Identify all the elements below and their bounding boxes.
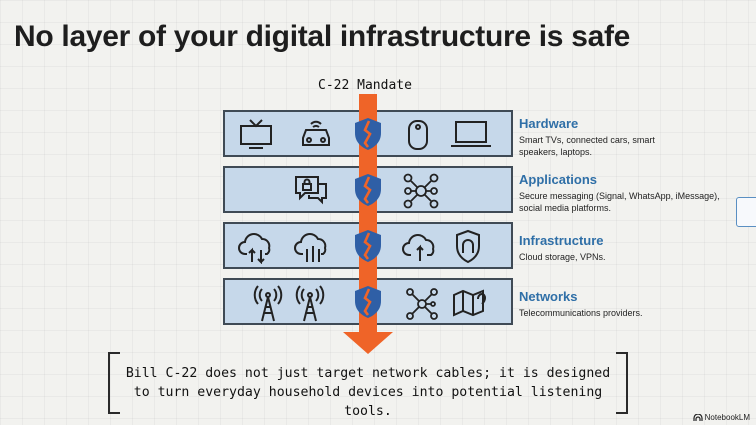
radio-tower-icon — [253, 285, 283, 322]
offscreen-panel-edge — [736, 197, 756, 227]
left-bracket — [108, 352, 120, 414]
broken-shield-icon — [355, 118, 381, 150]
arrow-label: C-22 Mandate — [318, 78, 412, 93]
quote-text: Bill C-22 does not just target network c… — [125, 366, 611, 419]
radio-tower-icon — [295, 285, 325, 322]
right-bracket — [616, 352, 628, 414]
layer-description: Telecommunications providers. — [519, 308, 643, 318]
layer-heading: Applications — [519, 172, 598, 187]
label-infrastructure: Infrastructure Cloud storage, VPNs. — [519, 233, 719, 263]
network-nodes-icon — [406, 288, 438, 320]
layer-description: Secure messaging (Signal, WhatsApp, iMes… — [519, 191, 720, 213]
laptop-icon — [451, 121, 491, 147]
broken-shield-icon — [355, 286, 381, 318]
cloud-sync-icon — [294, 233, 327, 262]
notebooklm-logo-icon — [693, 413, 703, 421]
smart-speaker-icon — [408, 120, 428, 150]
tv-icon — [240, 119, 272, 149]
brand-name: NotebookLM — [704, 413, 750, 422]
vpn-shield-icon — [456, 229, 480, 264]
broken-shield-icon — [355, 230, 381, 262]
layer-description: Cloud storage, VPNs. — [519, 252, 606, 262]
car-icon — [302, 120, 330, 146]
map-pin-icon — [453, 289, 487, 317]
label-hardware: Hardware Smart TVs, connected cars, smar… — [519, 116, 694, 158]
page-title: No layer of your digital infrastructure … — [14, 20, 631, 53]
layer-heading: Networks — [519, 289, 578, 304]
layer-heading: Infrastructure — [519, 233, 604, 248]
label-networks: Networks Telecommunications providers. — [519, 289, 719, 319]
cloud-icon — [402, 234, 435, 261]
broken-shield-icon — [355, 174, 381, 206]
brand-watermark: NotebookLM — [693, 413, 750, 422]
cloud-upload-icon — [238, 233, 271, 264]
secure-chat-icon — [295, 176, 327, 205]
layer-description: Smart TVs, connected cars, smart speaker… — [519, 135, 655, 157]
label-applications: Applications Secure messaging (Signal, W… — [519, 172, 744, 214]
quote-box: Bill C-22 does not just target network c… — [108, 352, 628, 419]
social-network-icon — [403, 173, 439, 209]
layer-heading: Hardware — [519, 116, 579, 131]
